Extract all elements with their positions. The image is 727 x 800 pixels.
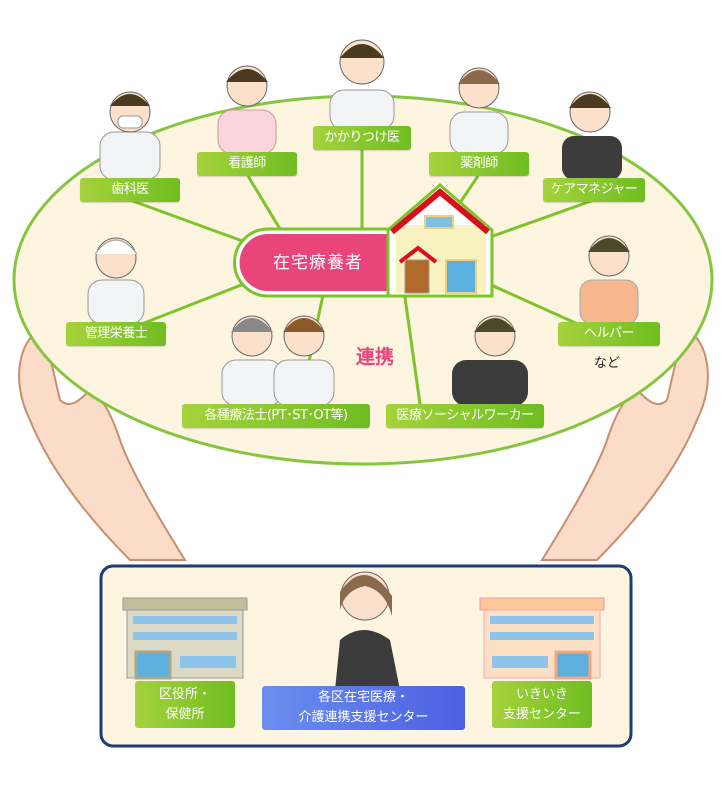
patient-pill [239, 234, 395, 291]
label-family-doctor: かかりつけ医 [313, 126, 411, 150]
collaboration-label: 連携 [356, 346, 395, 368]
person-figures [87, 39, 639, 407]
dentist-icon [99, 91, 161, 181]
ikiiki-center-label: いきいき 支援センター [492, 681, 592, 728]
patient-label: 在宅療養者 [273, 253, 363, 273]
therapists-icon [221, 315, 335, 407]
etc-note: など [594, 356, 621, 371]
right-hand-icon [540, 328, 709, 561]
ward-office-label: 区役所・ 保健所 [135, 681, 235, 728]
ward-office-building-icon [122, 597, 248, 680]
label-helper: ヘルパー [558, 322, 660, 346]
label-dietitian: 管理栄養士 [66, 322, 166, 346]
nurse-icon [217, 65, 277, 155]
care-manager-icon [562, 91, 622, 180]
left-hand-icon [18, 328, 187, 561]
label-therapists: 各種療法士(PT･ST･OT等) [182, 404, 370, 428]
label-nurse: 看護師 [197, 152, 297, 176]
house-icon [386, 183, 494, 298]
family-doctor-icon [329, 39, 395, 131]
dietitian-icon [87, 237, 145, 325]
label-care-manager: ケアマネジャー [543, 178, 645, 202]
label-social-worker: 医療ソーシャルワーカー [386, 404, 544, 428]
social-worker-icon [452, 315, 528, 406]
label-dentist: 歯科医 [80, 178, 180, 202]
home-care-support-center-label: 各区在宅医療・ 介護連携支援センター [262, 686, 465, 730]
label-pharmacist: 薬剤師 [429, 152, 529, 176]
coordinator-person-icon [335, 571, 400, 690]
pharmacist-icon [449, 67, 509, 155]
ikiiki-center-building-icon [479, 597, 605, 680]
